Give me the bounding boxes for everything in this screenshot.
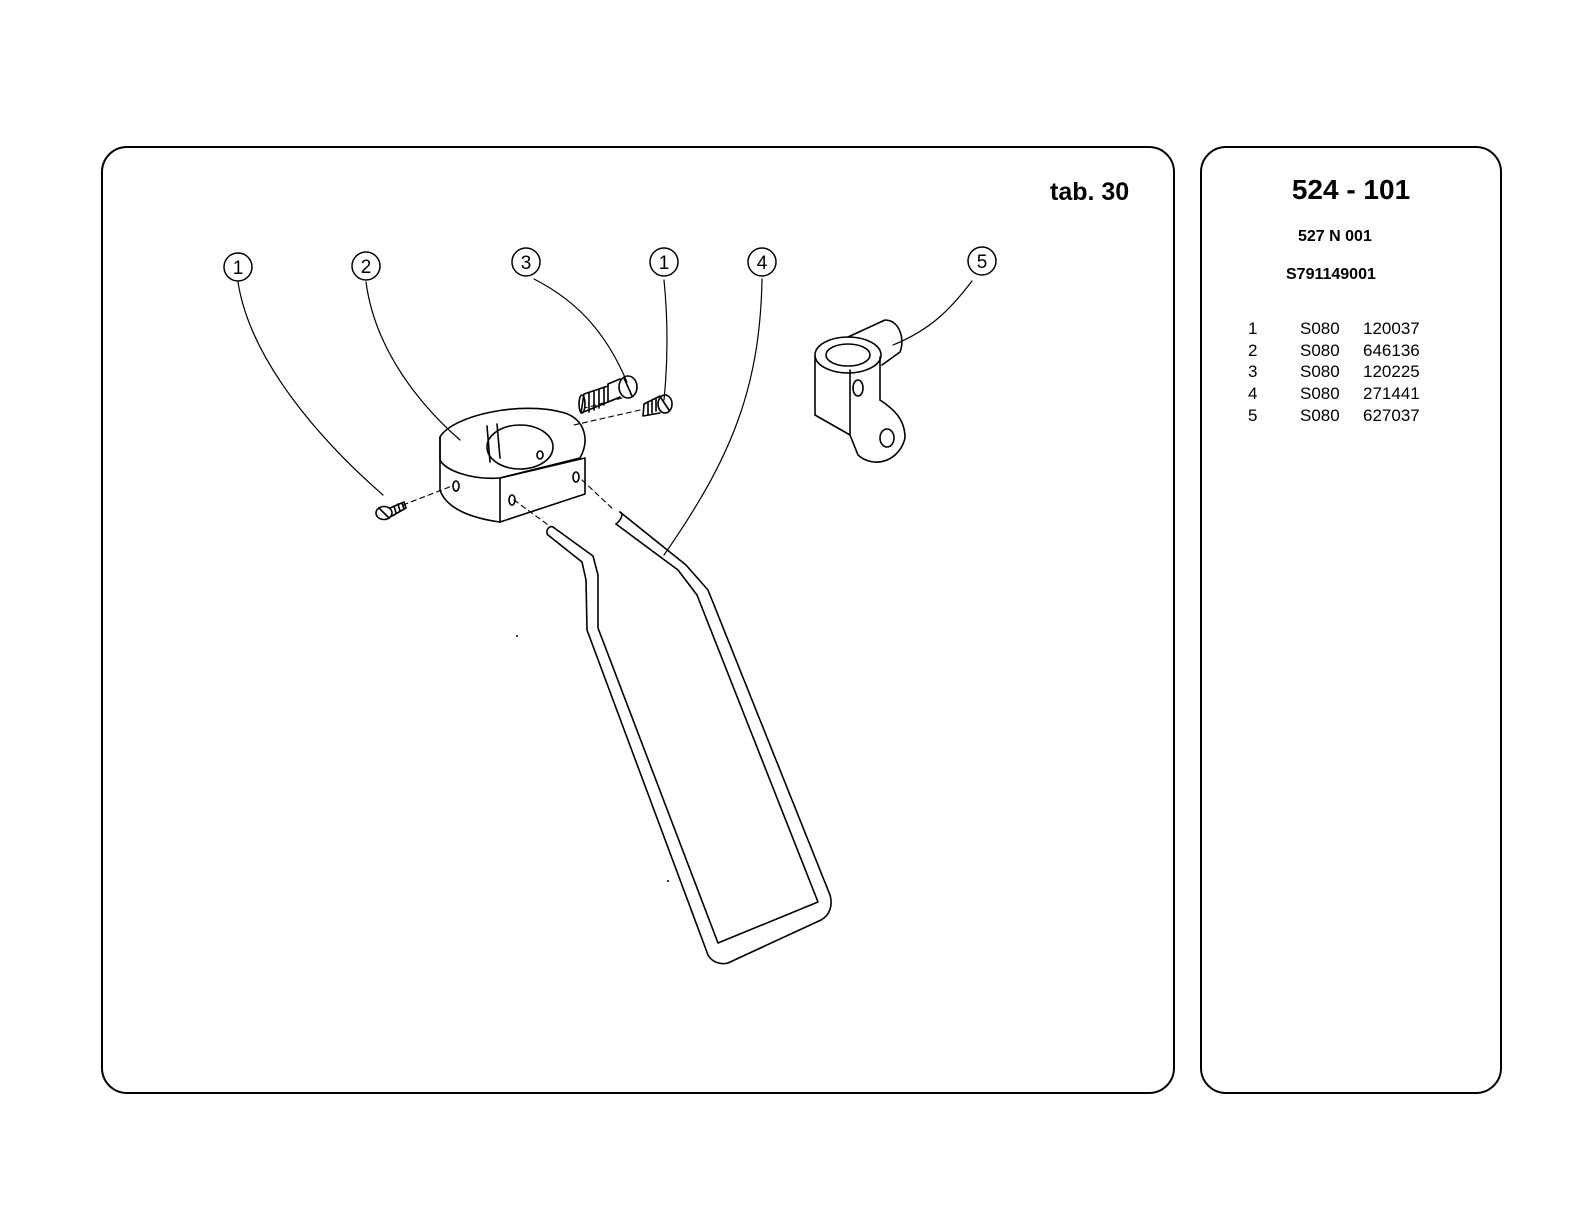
model-title: 524 - 101	[1200, 174, 1502, 206]
screw-part-1-left	[376, 502, 406, 520]
part-prefix: S080	[1300, 383, 1340, 405]
screw-part-1-right	[643, 395, 672, 416]
callout-4: 4	[757, 253, 768, 274]
speck	[667, 880, 669, 882]
part-item-number: 4	[1248, 383, 1257, 405]
part-item-number: 1	[1248, 318, 1257, 340]
part-item-number: 3	[1248, 361, 1257, 383]
model-variant: 527 N 001	[1298, 228, 1372, 246]
part-code: 120225	[1363, 361, 1420, 383]
part-code: 646136	[1363, 340, 1420, 362]
leader-lines	[238, 279, 972, 555]
part-prefix: S080	[1300, 361, 1340, 383]
callout-circles	[224, 247, 996, 281]
callout-5: 5	[977, 252, 988, 273]
callout-1: 1	[233, 258, 244, 279]
bracket-part-5	[815, 320, 905, 462]
model-code: S791149001	[1286, 266, 1376, 284]
part-item-number: 5	[1248, 405, 1257, 427]
part-prefix: S080	[1300, 340, 1340, 362]
tab-label: tab. 30	[1050, 178, 1129, 207]
part-item-number: 2	[1248, 340, 1257, 362]
callout-2: 2	[361, 257, 372, 278]
assembly-dashed-lines	[403, 398, 640, 527]
part-prefix: S080	[1300, 405, 1340, 427]
wire-handle-part-4	[547, 512, 831, 964]
speck	[516, 635, 518, 637]
part-code: 627037	[1363, 405, 1420, 427]
part-code: 271441	[1363, 383, 1420, 405]
callout-3: 3	[521, 253, 532, 274]
clamp-block-part-2	[440, 408, 585, 522]
part-code: 120037	[1363, 318, 1420, 340]
part-prefix: S080	[1300, 318, 1340, 340]
callout-1-right: 1	[659, 253, 670, 274]
